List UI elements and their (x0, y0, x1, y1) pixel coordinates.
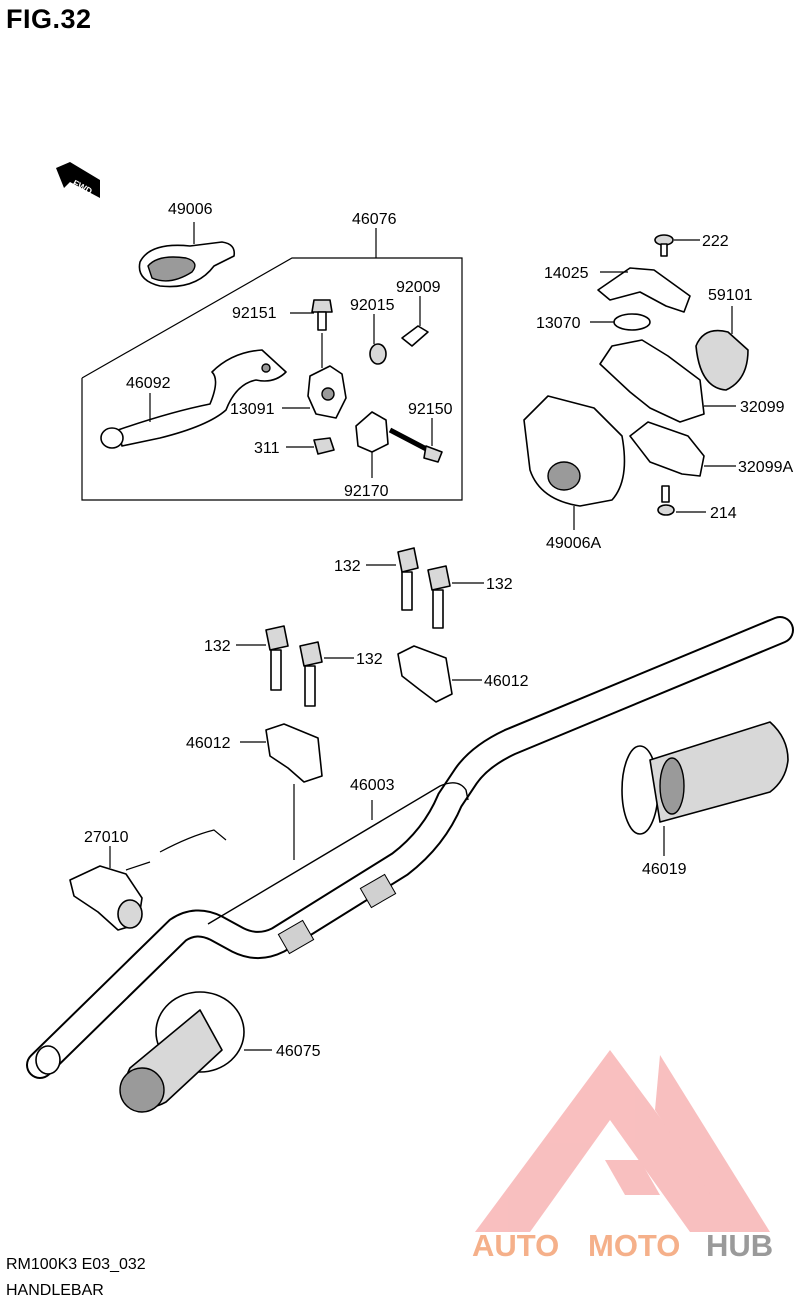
part-46092-lever (100, 349, 287, 449)
part-59101-roller (695, 306, 749, 391)
label-49006: 49006 (168, 201, 213, 218)
label-132-b: 132 (486, 576, 513, 593)
part-14025-cable-bracket (597, 267, 691, 313)
part-132-bolt-c (236, 625, 289, 691)
section-name: HANDLEBAR (6, 1282, 104, 1299)
part-46012-holder-b (240, 723, 323, 860)
label-46003: 46003 (350, 777, 395, 794)
label-92009: 92009 (396, 279, 441, 296)
label-32099A: 32099A (738, 459, 793, 476)
label-46019: 46019 (642, 861, 687, 878)
label-132-a: 132 (334, 558, 361, 575)
label-132-d: 132 (356, 651, 383, 668)
part-46012-holder-a (397, 645, 482, 703)
part-46075-grip (119, 991, 272, 1113)
figure-title: FIG.32 (6, 4, 92, 34)
label-46092: 46092 (126, 375, 171, 392)
part-92150-bolt (388, 418, 443, 463)
part-46019-grip (621, 721, 789, 856)
forward-arrow-icon: FWD (56, 162, 100, 198)
part-46003-handlebar (26, 616, 794, 1079)
part-92009-screw (401, 296, 429, 347)
label-46012-b: 46012 (186, 735, 231, 752)
label-311: 311 (254, 440, 280, 457)
part-13091-holder (282, 365, 347, 419)
label-222: 222 (702, 233, 729, 250)
label-27010: 27010 (84, 829, 129, 846)
watermark-logo (475, 1050, 770, 1232)
label-46012-a: 46012 (484, 673, 529, 690)
part-132-bolt-a (366, 547, 419, 611)
label-32099: 32099 (740, 399, 785, 416)
part-92015-adjuster (369, 314, 387, 365)
label-49006A: 49006A (546, 535, 601, 552)
label-132-c: 132 (204, 638, 231, 655)
label-13091: 13091 (230, 401, 275, 418)
part-311-nut (286, 437, 335, 455)
label-14025: 14025 (544, 265, 589, 282)
watermark-word-hub: HUB (706, 1228, 773, 1263)
part-214-screw (657, 485, 706, 516)
part-32099-housing (599, 339, 736, 423)
part-32099A-housing (629, 421, 736, 477)
label-13070: 13070 (536, 315, 581, 332)
part-27010-switch (69, 829, 227, 931)
label-92015: 92015 (350, 297, 395, 314)
watermark-word-moto: MOTO (588, 1228, 680, 1263)
label-214: 214 (710, 505, 737, 522)
label-46075: 46075 (276, 1043, 321, 1060)
part-92151-bolt (290, 299, 333, 368)
subassembly-frame (81, 257, 463, 501)
label-92170: 92170 (344, 483, 389, 500)
label-59101: 59101 (708, 287, 753, 304)
part-13070-clip (590, 313, 651, 331)
part-92170-clamp (355, 411, 389, 478)
label-92150: 92150 (408, 401, 453, 418)
part-222-screw (654, 234, 700, 257)
part-labels: 49006 46076 92151 92015 92009 46092 1309… (84, 201, 793, 1060)
watermark-word-auto: AUTO (472, 1228, 559, 1263)
label-92151: 92151 (232, 305, 277, 322)
part-49006-cover (138, 222, 236, 288)
watermark-text: AUTO MOTO HUB (472, 1228, 773, 1263)
label-46076: 46076 (352, 211, 397, 228)
part-132-bolt-d (299, 641, 354, 707)
part-132-bolt-b (427, 565, 484, 629)
diagram-code: RM100K3 E03_032 (6, 1256, 146, 1273)
part-49006A-case (523, 395, 626, 530)
